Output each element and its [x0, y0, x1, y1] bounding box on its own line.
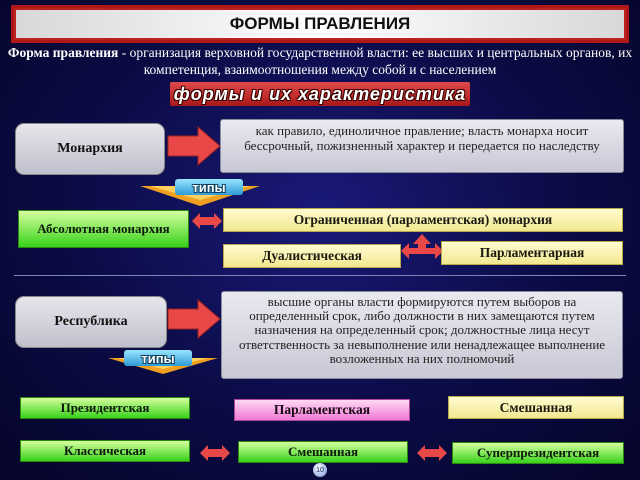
section-divider	[14, 275, 626, 276]
double-arrow-icon	[192, 213, 222, 229]
mixed-republic-box: Смешанная	[448, 396, 624, 419]
page-number: 10	[313, 463, 327, 477]
presidential-republic-box: Президентская	[20, 397, 190, 419]
double-arrow-icon	[200, 445, 230, 461]
section-banner: формы и их характеристика	[170, 82, 470, 106]
absolute-monarchy-box: Абсолютная монархия	[18, 210, 189, 248]
superpresidential-box: Суперпрезидентская	[452, 442, 624, 464]
right-arrow-icon	[167, 298, 221, 340]
republic-types-label: типы	[124, 350, 192, 366]
split-arrow-icon	[401, 234, 443, 259]
monarchy-types-label: типы	[175, 179, 243, 195]
republic-description: высшие органы власти формируются путем в…	[221, 291, 623, 379]
classic-presidential-box: Классическая	[20, 440, 190, 462]
definition-body: - организация верховной государственной …	[118, 45, 633, 77]
parliamentary-republic-box: Парламентская	[234, 399, 410, 421]
dualistic-monarchy-box: Дуалистическая	[223, 244, 401, 268]
republic-box: Республика	[15, 296, 167, 348]
right-arrow-icon	[167, 125, 221, 167]
limited-monarchy-box: Ограниченная (парламентская) монархия	[223, 208, 623, 232]
page-title: ФОРМЫ ПРАВЛЕНИЯ	[11, 5, 629, 43]
definition-term: Форма правления	[7, 45, 119, 60]
definition-text: Форма правления - организация верховной …	[6, 44, 634, 80]
double-arrow-icon	[417, 445, 447, 461]
monarchy-description: как правило, единоличное правление; влас…	[220, 119, 624, 173]
parliamentary-monarchy-box: Парламентарная	[441, 241, 623, 265]
mixed-presidential-box: Смешанная	[238, 441, 408, 463]
monarchy-box: Монархия	[15, 123, 165, 175]
